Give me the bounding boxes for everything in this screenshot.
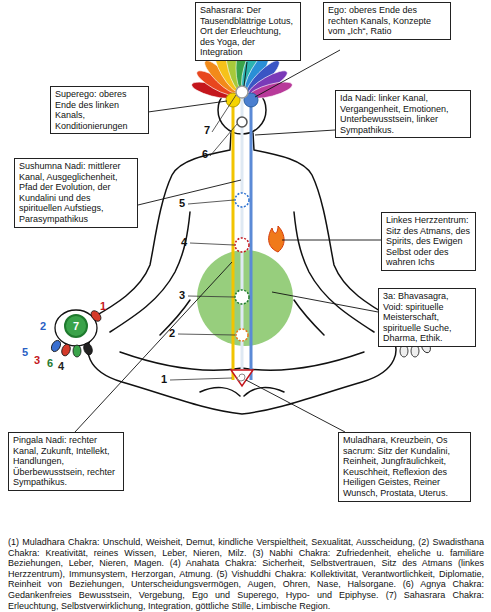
finger-tip	[60, 343, 72, 357]
heart-flame	[269, 226, 284, 252]
callout-text: Superego: oberes Ende des linken Kanals,…	[55, 89, 144, 131]
callout-text: 3a: Bhavasagra, Void: spirituelle Meiste…	[383, 291, 471, 344]
chakra-number: 5	[179, 197, 185, 209]
finger-number: 6	[47, 357, 53, 369]
number-lines	[170, 95, 237, 380]
caption: (1) Muladhara Chakra: Unschuld, Weisheit…	[8, 537, 484, 611]
callout-text: Sushumna Nadi: mittlerer Kanal, Ausgegli…	[19, 161, 133, 225]
number-line	[188, 296, 234, 297]
chakra-3	[235, 290, 249, 304]
number-line	[190, 243, 234, 245]
chakra-points	[231, 86, 253, 386]
callout-text: Linkes Herzzentrum: Sitz des Atmans, des…	[386, 215, 471, 268]
finger-number: 5	[22, 346, 28, 358]
callout-box: 3a: Bhavasagra, Void: spirituelle Meiste…	[378, 288, 476, 347]
leader-line	[75, 262, 232, 432]
callout-text: Pingala Nadi: rechter Kanal, Zukunft, In…	[13, 435, 119, 488]
leader-line	[148, 101, 227, 112]
finger-number: 2	[40, 320, 46, 332]
right-arm-inner	[294, 212, 374, 332]
finger-tip	[73, 345, 81, 357]
palm-circle: 7	[64, 314, 88, 338]
left-arm-inner	[110, 212, 190, 332]
void-circle	[197, 250, 293, 346]
chakra-5	[235, 193, 249, 207]
finger-number: 3	[34, 354, 40, 366]
leader-line	[255, 130, 335, 135]
leader-line	[138, 180, 241, 205]
chakra-number: 1	[161, 373, 167, 385]
chakra-1-triangle	[231, 370, 253, 386]
kundalini-spiral	[237, 374, 245, 381]
chakra-number: 3	[179, 289, 185, 301]
right-arm-outline	[253, 133, 392, 318]
callout-box: Sahasrara: Der Tausendblättrige Lotus, O…	[195, 2, 301, 61]
leader-line	[244, 62, 247, 86]
chakra-4	[235, 238, 249, 252]
callout-text: Ego: oberes Ende des rechten Kanals, Kon…	[328, 5, 446, 37]
leader-line	[282, 240, 381, 241]
feet-outline	[200, 387, 284, 396]
leader-line	[246, 380, 345, 432]
finger-number: 4	[58, 360, 64, 372]
finger-tip	[82, 342, 94, 356]
palm-number: 7	[73, 320, 79, 332]
number-line	[178, 334, 235, 335]
callout-box: Linkes Herzzentrum: Sitz des Atmans, des…	[381, 212, 476, 271]
callout-box: Superego: oberes Ende des linken Kanals,…	[50, 86, 149, 134]
callout-text: Sahasrara: Der Tausendblättrige Lotus, O…	[200, 5, 296, 58]
callout-box: Muladhara, Kreuzbein, Os sacrum: Sitz de…	[338, 432, 471, 502]
chakra-number: 2	[169, 327, 175, 339]
number-line	[210, 124, 237, 156]
callout-box: Ida Nadi: linker Kanal, Vergangenheit, E…	[335, 90, 471, 138]
callout-box: Pingala Nadi: rechter Kanal, Zukunft, In…	[8, 432, 124, 491]
left-hand	[55, 310, 97, 346]
chakra-7	[236, 86, 248, 98]
number-line	[212, 95, 236, 132]
finger-tip	[50, 339, 63, 353]
chakra-number: 6	[202, 148, 208, 160]
number-line	[188, 200, 234, 204]
chakra-number: 4	[181, 236, 187, 248]
left-channel-line	[232, 100, 235, 380]
right-channel-line	[250, 100, 253, 380]
callout-box: Ego: oberes Ende des rechten Kanals, Kon…	[323, 2, 451, 40]
chakra-6	[237, 117, 247, 127]
callout-text: Ida Nadi: linker Kanal, Vergangenheit, E…	[340, 93, 466, 135]
chakra-number: 7	[204, 124, 210, 136]
number-line	[170, 378, 232, 380]
callout-text: Muladhara, Kreuzbein, Os sacrum: Sitz de…	[343, 435, 466, 499]
leader-line	[272, 292, 378, 312]
finger-number: 1	[100, 300, 106, 312]
chakra-2	[236, 329, 248, 341]
callout-box: Sushumna Nadi: mittlerer Kanal, Ausgegli…	[14, 158, 138, 228]
